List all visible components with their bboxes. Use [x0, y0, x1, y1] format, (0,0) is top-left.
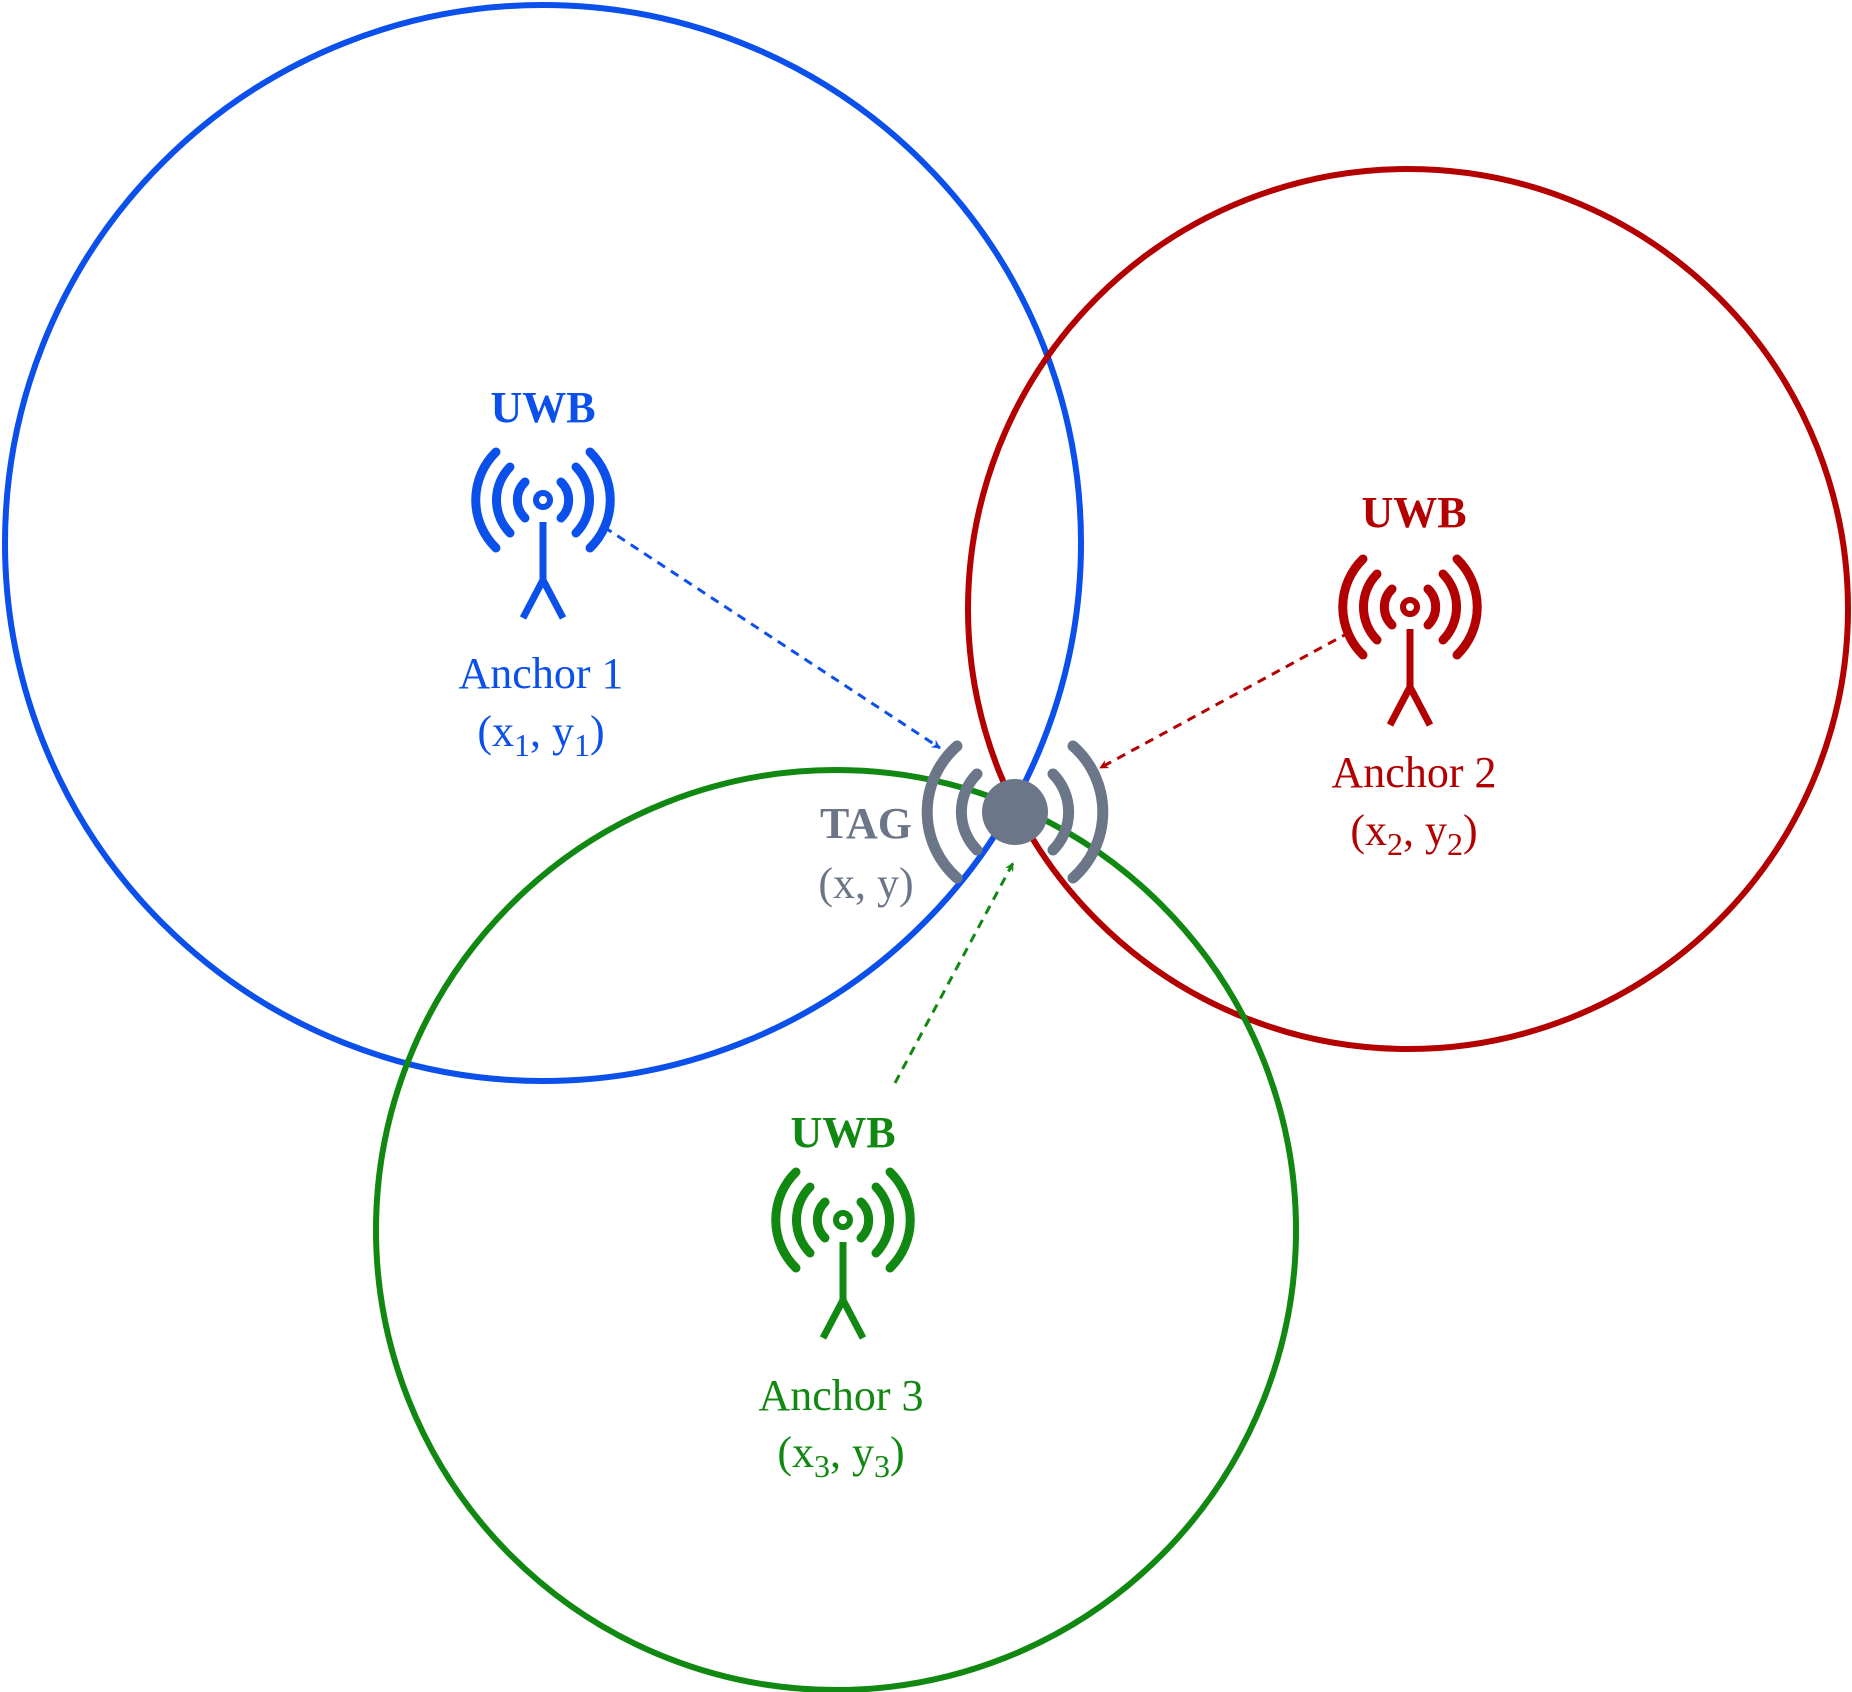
anchor-3-coordinates: (x3, y3) — [777, 1428, 904, 1484]
anchor-3-name: Anchor 3 — [759, 1371, 924, 1420]
anchor-1-coordinates: (x1, y1) — [477, 707, 604, 763]
anchor-1-name: Anchor 1 — [459, 649, 624, 698]
anchor-2-coordinates: (x2, y2) — [1350, 806, 1477, 862]
anchor-2-range-circle — [965, 166, 1851, 1052]
anchor-1-range-arrow — [603, 525, 941, 750]
anchor-3-range-circle — [373, 767, 1299, 1692]
tag-coordinates: (x, y) — [818, 859, 913, 908]
anchor-2-name: Anchor 2 — [1332, 748, 1497, 797]
anchor-1-range-circle — [2, 2, 1084, 1084]
anchor-3-antenna-icon — [771, 1167, 915, 1340]
tag-signal-icon — [921, 740, 1109, 884]
anchor-1-uwb-label: UWB — [490, 383, 595, 432]
anchor-2-antenna-icon — [1338, 554, 1482, 727]
anchor-3-uwb-label: UWB — [790, 1108, 895, 1157]
anchor-3-range-arrow — [893, 862, 1015, 1084]
tag-label: TAG — [820, 799, 912, 848]
anchor-2-uwb-label: UWB — [1361, 488, 1466, 537]
anchor-1-antenna-icon — [471, 447, 615, 620]
anchor-2-range-arrow — [1099, 630, 1351, 770]
